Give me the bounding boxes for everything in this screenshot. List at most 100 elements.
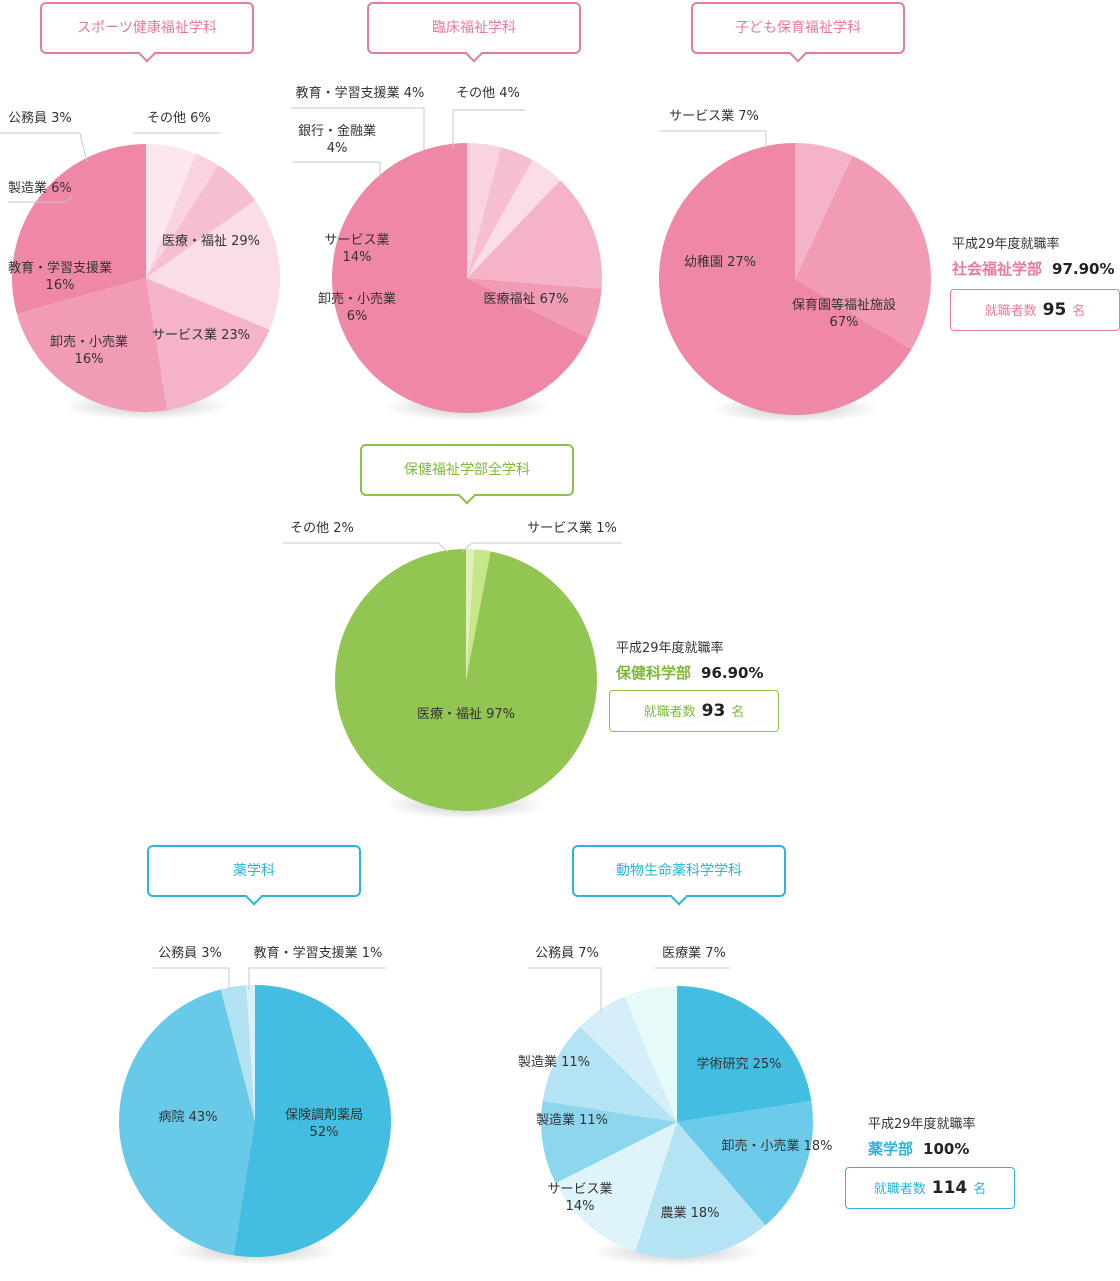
slice-label: 製造業 11% xyxy=(536,1112,608,1128)
rate-value: 97.90% xyxy=(1052,260,1115,278)
leader-line xyxy=(660,130,767,148)
slice-label: サービス業 1% xyxy=(527,520,617,536)
info-caption: 平成29年度就職率 xyxy=(616,641,724,656)
leader-line xyxy=(153,967,230,990)
slice-label: 学術研究 25% xyxy=(696,1056,781,1072)
pie-slice xyxy=(146,153,219,278)
slice-label: 幼稚園 27% xyxy=(684,255,756,270)
pie-slice xyxy=(677,986,812,1122)
slice-label: その他 6% xyxy=(147,111,211,126)
slice-label: 医療・福祉 97% xyxy=(417,707,515,722)
info-caption: 平成29年度就職率 xyxy=(868,1117,976,1132)
pie-slice xyxy=(233,985,392,1257)
pie-slice xyxy=(677,1100,814,1226)
pie-slice xyxy=(332,143,588,413)
pie-slice xyxy=(466,549,491,680)
pie-slice xyxy=(146,278,270,411)
slice-label: 教育・学習支援業 1% xyxy=(254,945,383,961)
leader-line xyxy=(283,542,449,553)
leader-line xyxy=(292,161,381,178)
pie-slice xyxy=(146,200,281,330)
dept-title-health-all: 保健福祉学部全学科 xyxy=(360,444,574,496)
slice-label: 病院 43% xyxy=(158,1110,217,1125)
slice-label: 医療・福祉 29% xyxy=(162,234,260,249)
pie-slice xyxy=(246,984,255,1121)
employed-count-pharmacy: 就職者数 114 名 xyxy=(845,1167,1015,1209)
pie-slice xyxy=(146,144,196,278)
employed-label: 就職者数 xyxy=(643,705,696,720)
rate-value: 100% xyxy=(923,1140,970,1158)
slice-label: その他 4% xyxy=(456,86,520,101)
pie-slice xyxy=(542,1026,677,1122)
leader-line xyxy=(8,195,73,203)
slice-label: 製造業 6% xyxy=(8,180,72,196)
pie-chart-4: 医療・福祉 97%その他 2%サービス業 1% xyxy=(283,520,622,819)
slice-label: 農業 18% xyxy=(660,1205,719,1221)
pie-slice xyxy=(658,143,912,415)
pie-slice xyxy=(467,278,602,338)
employed-number: 114 xyxy=(931,1178,968,1198)
pie-slice xyxy=(16,278,168,413)
employed-label: 就職者数 xyxy=(873,1182,926,1197)
pie-slice xyxy=(467,180,603,289)
pie-slice xyxy=(555,1122,677,1252)
pie-slice xyxy=(467,143,501,278)
leader-line xyxy=(452,109,525,148)
dept-title-sports: スポーツ健康福祉学科 xyxy=(40,2,254,54)
pie-slice xyxy=(624,986,677,1122)
info-social-welfare: 平成29年度就職率 社会福祉学部 97.90% xyxy=(952,233,1115,279)
slice-label: 公務員 7% xyxy=(535,946,599,961)
pie-slice xyxy=(540,1100,677,1184)
leader-line xyxy=(528,967,602,1012)
pie-slice xyxy=(795,143,853,279)
slice-label: 医療業 7% xyxy=(662,945,726,961)
employed-unit: 名 xyxy=(1072,304,1086,319)
slice-label: 製造業 11% xyxy=(518,1054,590,1070)
slice-label: 卸売・小売業 18% xyxy=(721,1138,832,1154)
info-rate: 社会福祉学部 97.90% xyxy=(952,258,1115,279)
dept-title-animal: 動物生命薬科学学科 xyxy=(572,845,786,897)
employed-number: 93 xyxy=(701,701,726,721)
leader-line xyxy=(248,967,386,990)
pie-slice xyxy=(146,165,256,278)
pie-slice xyxy=(467,160,561,278)
slice-label: 医療福祉 67% xyxy=(483,292,568,307)
dept-title-clinical: 臨床福祉学科 xyxy=(367,2,581,54)
leader-line xyxy=(291,107,425,150)
leader-line xyxy=(461,542,622,553)
pie-slice xyxy=(466,549,475,680)
slice-label: サービス業 7% xyxy=(669,108,759,124)
pie-slice xyxy=(335,549,598,811)
faculty-name: 社会福祉学部 xyxy=(952,260,1043,278)
dept-title-pharmacy: 薬学科 xyxy=(147,845,361,897)
leader-line xyxy=(0,132,88,163)
employed-unit: 名 xyxy=(973,1182,987,1197)
dept-title-childcare: 子ども保育福祉学科 xyxy=(691,2,905,54)
slice-label: サービス業 23% xyxy=(152,327,250,343)
info-caption: 平成29年度就職率 xyxy=(952,237,1060,252)
faculty-name: 保健科学部 xyxy=(616,664,692,682)
pie-slice xyxy=(12,144,147,314)
pie-slice xyxy=(635,1122,766,1258)
pie-slice xyxy=(467,147,533,278)
slice-label: 公務員 3% xyxy=(158,946,222,961)
